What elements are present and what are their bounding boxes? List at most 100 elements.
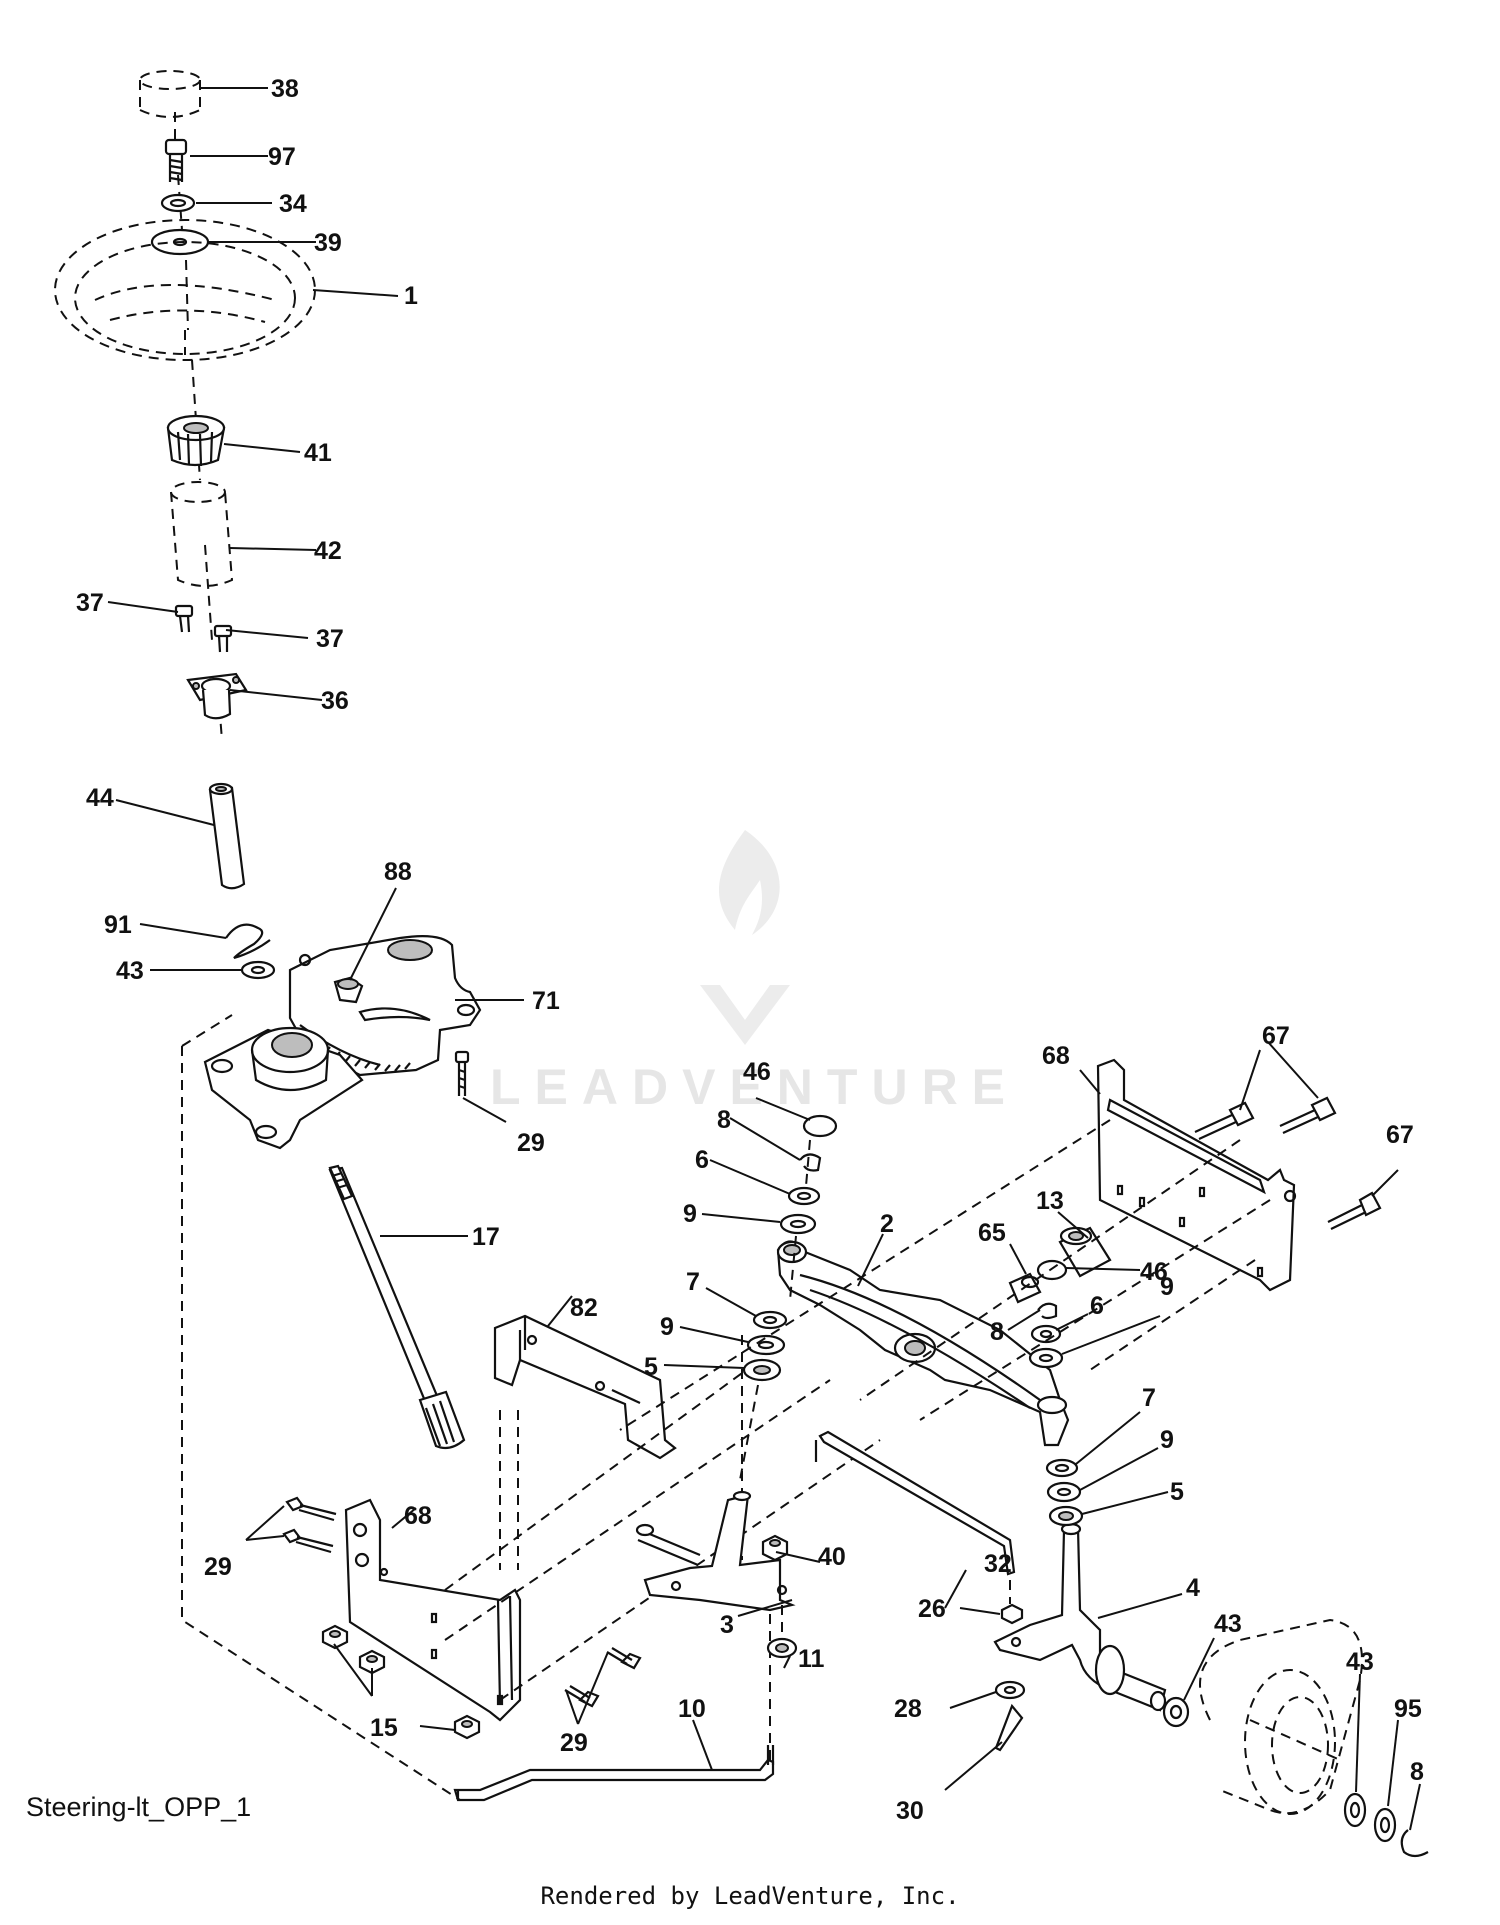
part-labels: 38 97 34 39 1 41 42 37 37 36 44 91 43 88…: [76, 75, 1424, 1825]
label-29-left: 29: [204, 1553, 232, 1581]
bolt-88: [333, 976, 364, 1004]
bracket-82: [493, 1314, 677, 1460]
label-82: 82: [570, 1294, 598, 1322]
label-10: 10: [678, 1695, 706, 1723]
bolts-29-bottom: [564, 1647, 642, 1708]
label-13: 13: [1036, 1187, 1064, 1215]
label-41: 41: [304, 439, 332, 467]
washer-43-column: [240, 960, 276, 980]
clip-8-left: [799, 1153, 822, 1172]
washer-95: [1373, 1807, 1397, 1843]
washer-6-right: [1030, 1324, 1062, 1344]
washer-7-left: [752, 1310, 788, 1330]
label-37-right: 37: [316, 625, 344, 653]
label-38: 38: [271, 75, 299, 103]
label-6-left: 6: [695, 1146, 709, 1174]
label-3: 3: [720, 1611, 734, 1639]
leader-lines: [107, 87, 1421, 1831]
label-46-left: 46: [743, 1058, 771, 1086]
label-8-left: 8: [717, 1106, 731, 1134]
clip-8-right: [1037, 1302, 1058, 1320]
label-97: 97: [268, 143, 296, 171]
clip-91: [225, 923, 271, 960]
label-17: 17: [472, 1223, 500, 1251]
label-43-spindle: 43: [1214, 1610, 1242, 1638]
label-2: 2: [880, 1210, 894, 1238]
label-8-right: 8: [990, 1318, 1004, 1346]
label-68-right: 68: [1042, 1042, 1070, 1070]
label-8-wheel: 8: [1410, 1758, 1424, 1786]
label-1: 1: [404, 282, 418, 310]
nuts-15: [321, 1624, 481, 1740]
label-46-right: 46: [1140, 1258, 1168, 1286]
label-9-left: 9: [660, 1313, 674, 1341]
bolt-29-gear: [454, 1050, 470, 1096]
steering-shaft-17: [328, 1164, 466, 1450]
label-7-left: 7: [686, 1268, 700, 1296]
label-29-bottom: 29: [560, 1729, 588, 1757]
nut-26: [1000, 1603, 1024, 1625]
label-9-right: 9: [1160, 1426, 1174, 1454]
bolts-29-left: [282, 1496, 337, 1554]
label-40: 40: [818, 1543, 846, 1571]
label-88: 88: [384, 858, 412, 886]
front-axle-assembly: [619, 1058, 1429, 1858]
bushing-36: [186, 672, 248, 720]
label-4: 4: [1186, 1574, 1200, 1602]
washer-43-wheel: [1343, 1792, 1367, 1828]
cover-42: [170, 481, 234, 587]
cotter-pin-30: [994, 1703, 1024, 1752]
bracket-68-left: [344, 1498, 522, 1722]
clip-8-wheel: [1400, 1829, 1429, 1858]
label-65: 65: [978, 1219, 1006, 1247]
drag-link-10: [453, 1745, 775, 1802]
washer-9-left-top: [779, 1213, 817, 1235]
label-37-left: 37: [76, 589, 104, 617]
watermark-text: LEADVENTURE: [490, 1059, 1020, 1115]
washer-9-left: [746, 1334, 786, 1356]
label-5-right: 5: [1170, 1478, 1184, 1506]
washer-43-spindle: [1162, 1696, 1190, 1728]
spindle-3: [643, 1493, 796, 1612]
label-91: 91: [104, 911, 132, 939]
label-67-right: 67: [1386, 1121, 1414, 1149]
label-71: 71: [532, 987, 560, 1015]
washer-9-right-top: [1028, 1347, 1064, 1369]
bolts-67: [1194, 1096, 1382, 1230]
label-68-left: 68: [404, 1502, 432, 1530]
label-43-wheel: 43: [1346, 1648, 1374, 1676]
credit-line: Rendered by LeadVenture, Inc.: [540, 1882, 960, 1910]
label-34: 34: [279, 190, 307, 218]
label-30: 30: [896, 1797, 924, 1825]
label-44: 44: [86, 784, 114, 812]
cap-46-right: [1036, 1259, 1068, 1281]
washer-6-left: [787, 1186, 821, 1206]
label-9-right-top: 9: [1160, 1273, 1174, 1301]
label-32: 32: [984, 1550, 1012, 1578]
screw-37-left: [174, 604, 194, 633]
label-29-gear: 29: [517, 1129, 545, 1157]
label-11: 11: [798, 1645, 825, 1673]
label-36: 36: [321, 687, 349, 715]
adapter-41: [166, 414, 226, 467]
label-7-right: 7: [1142, 1384, 1156, 1412]
front-wheel: [1199, 1618, 1363, 1815]
tie-rod-32: [818, 1430, 1016, 1576]
label-28: 28: [894, 1695, 922, 1723]
shaft-44: [208, 782, 246, 890]
label-42: 42: [314, 537, 342, 565]
label-9-left-top: 9: [683, 1200, 697, 1228]
lock-washer-34: [160, 193, 196, 213]
washer-28: [994, 1680, 1026, 1700]
washer-7-right: [1045, 1458, 1079, 1478]
sector-gear-71: [288, 935, 482, 1077]
washer-9-right: [1046, 1481, 1082, 1503]
label-67-top: 67: [1262, 1022, 1290, 1050]
cap-38: [139, 70, 201, 118]
bolt-97: [164, 138, 188, 182]
steering-gear-assembly: [203, 935, 482, 1150]
diagram-id: Steering-lt_OPP_1: [26, 1792, 252, 1822]
bracket-68-right: [1096, 1058, 1297, 1292]
steering-column-assembly: [54, 70, 316, 980]
